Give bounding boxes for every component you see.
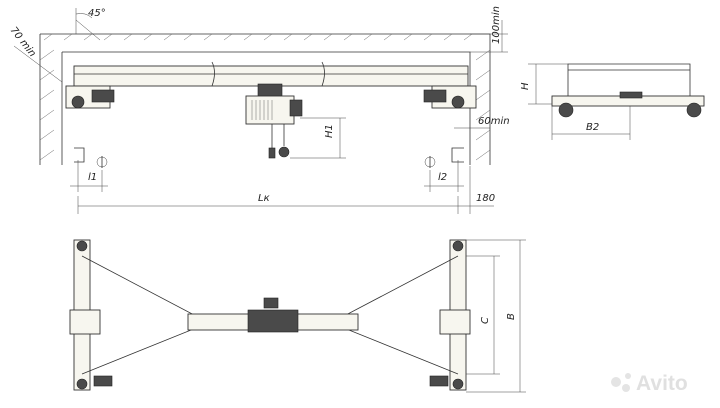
wheel-base-dimension: B2 [551, 106, 631, 140]
rail-b-label: B [506, 313, 517, 320]
approach-dimensions: l1 l2 [70, 160, 464, 192]
crane-height-label: H [520, 82, 531, 90]
plan-view [69, 239, 471, 391]
approach-right-label: l2 [438, 172, 447, 183]
end-offset-label: 180 [476, 193, 495, 204]
angle-dimension: 45° [75, 8, 106, 41]
angle-label: 45° [88, 8, 106, 19]
top-clearance-dimension: 100min [470, 6, 508, 53]
wheel-base-label: B2 [586, 122, 599, 133]
left-clearance-label: 70 min [8, 25, 38, 59]
crane-height-dimension: H [520, 63, 568, 105]
side-clearance-label: 60min [478, 116, 510, 127]
bridge-girder [65, 61, 477, 109]
rail-b-dimension: B [466, 239, 526, 393]
avito-watermark: Avito [611, 372, 688, 395]
watermark-text: Avito [636, 372, 688, 395]
hoist-trolley [245, 83, 303, 159]
span-dimension: Lк 180 [77, 166, 495, 214]
approach-left-label: l1 [88, 172, 97, 183]
side-clearance-dimension: 60min [454, 116, 510, 129]
hook-height-label: H1 [324, 124, 335, 138]
rail-c-dimension: C [466, 255, 500, 375]
side-view [551, 63, 705, 118]
span-label: Lк [258, 193, 270, 204]
top-clearance-label: 100min [491, 6, 502, 44]
hook-height-dimension: H1 [290, 117, 346, 159]
rail-c-label: C [480, 317, 491, 324]
